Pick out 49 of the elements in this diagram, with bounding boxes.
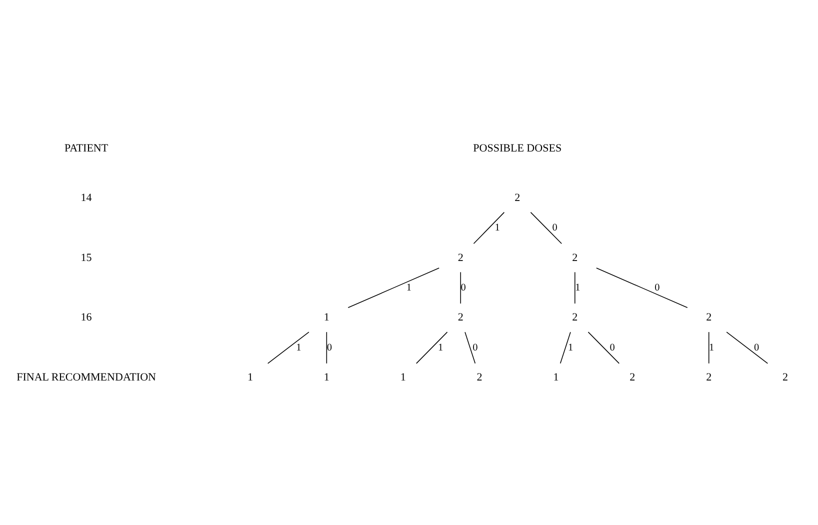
- edge-label: 1: [575, 282, 580, 294]
- node-text: 2: [458, 311, 464, 324]
- edge-label: 0: [754, 342, 760, 353]
- connector: [464, 331, 476, 364]
- node-text: 2: [572, 311, 578, 324]
- connector: [460, 271, 462, 304]
- connector: [530, 211, 562, 244]
- label: 15: [80, 251, 92, 264]
- connector: [596, 267, 688, 308]
- edge-label: 0: [326, 342, 332, 353]
- node-text: 2: [782, 371, 788, 384]
- node-text: 2: [476, 371, 482, 384]
- edge-label: 0: [472, 342, 478, 353]
- node-text: 2: [572, 251, 578, 264]
- edge-label: 1: [709, 342, 714, 353]
- label: POSSIBLE DOSES: [473, 142, 562, 154]
- connector: [326, 331, 328, 364]
- node-text: 2: [630, 371, 636, 384]
- connector: [416, 331, 448, 364]
- node-text: 1: [247, 371, 253, 384]
- edge-label: 0: [654, 282, 660, 294]
- label: FINAL RECOMMENDATION: [16, 371, 156, 384]
- connector: [560, 331, 571, 364]
- connector: [588, 331, 620, 364]
- edge-label: 1: [438, 342, 444, 353]
- connector: [348, 267, 440, 308]
- edge-label: 1: [406, 282, 412, 294]
- edge-label: 0: [610, 342, 615, 353]
- connector: [708, 331, 710, 364]
- label: PATIENT: [64, 142, 108, 154]
- node-text: 2: [514, 191, 520, 204]
- edge-label: 1: [494, 222, 500, 234]
- node-text: 1: [324, 371, 330, 384]
- connector: [267, 331, 310, 364]
- label: 14: [80, 191, 92, 204]
- edge-label: 1: [296, 342, 302, 353]
- node-text: 1: [400, 371, 406, 384]
- node-text: 1: [553, 371, 559, 384]
- node-text: 2: [458, 251, 464, 264]
- connector: [726, 331, 768, 364]
- node-text: 1: [324, 311, 330, 324]
- connector: [473, 211, 505, 244]
- edge-label: 0: [552, 222, 558, 234]
- node-text: 2: [706, 311, 712, 324]
- edge-label: 0: [460, 282, 466, 294]
- edge-label: 1: [568, 342, 574, 353]
- node-text: 2: [706, 371, 712, 384]
- connector: [574, 271, 576, 304]
- label: 16: [80, 311, 92, 324]
